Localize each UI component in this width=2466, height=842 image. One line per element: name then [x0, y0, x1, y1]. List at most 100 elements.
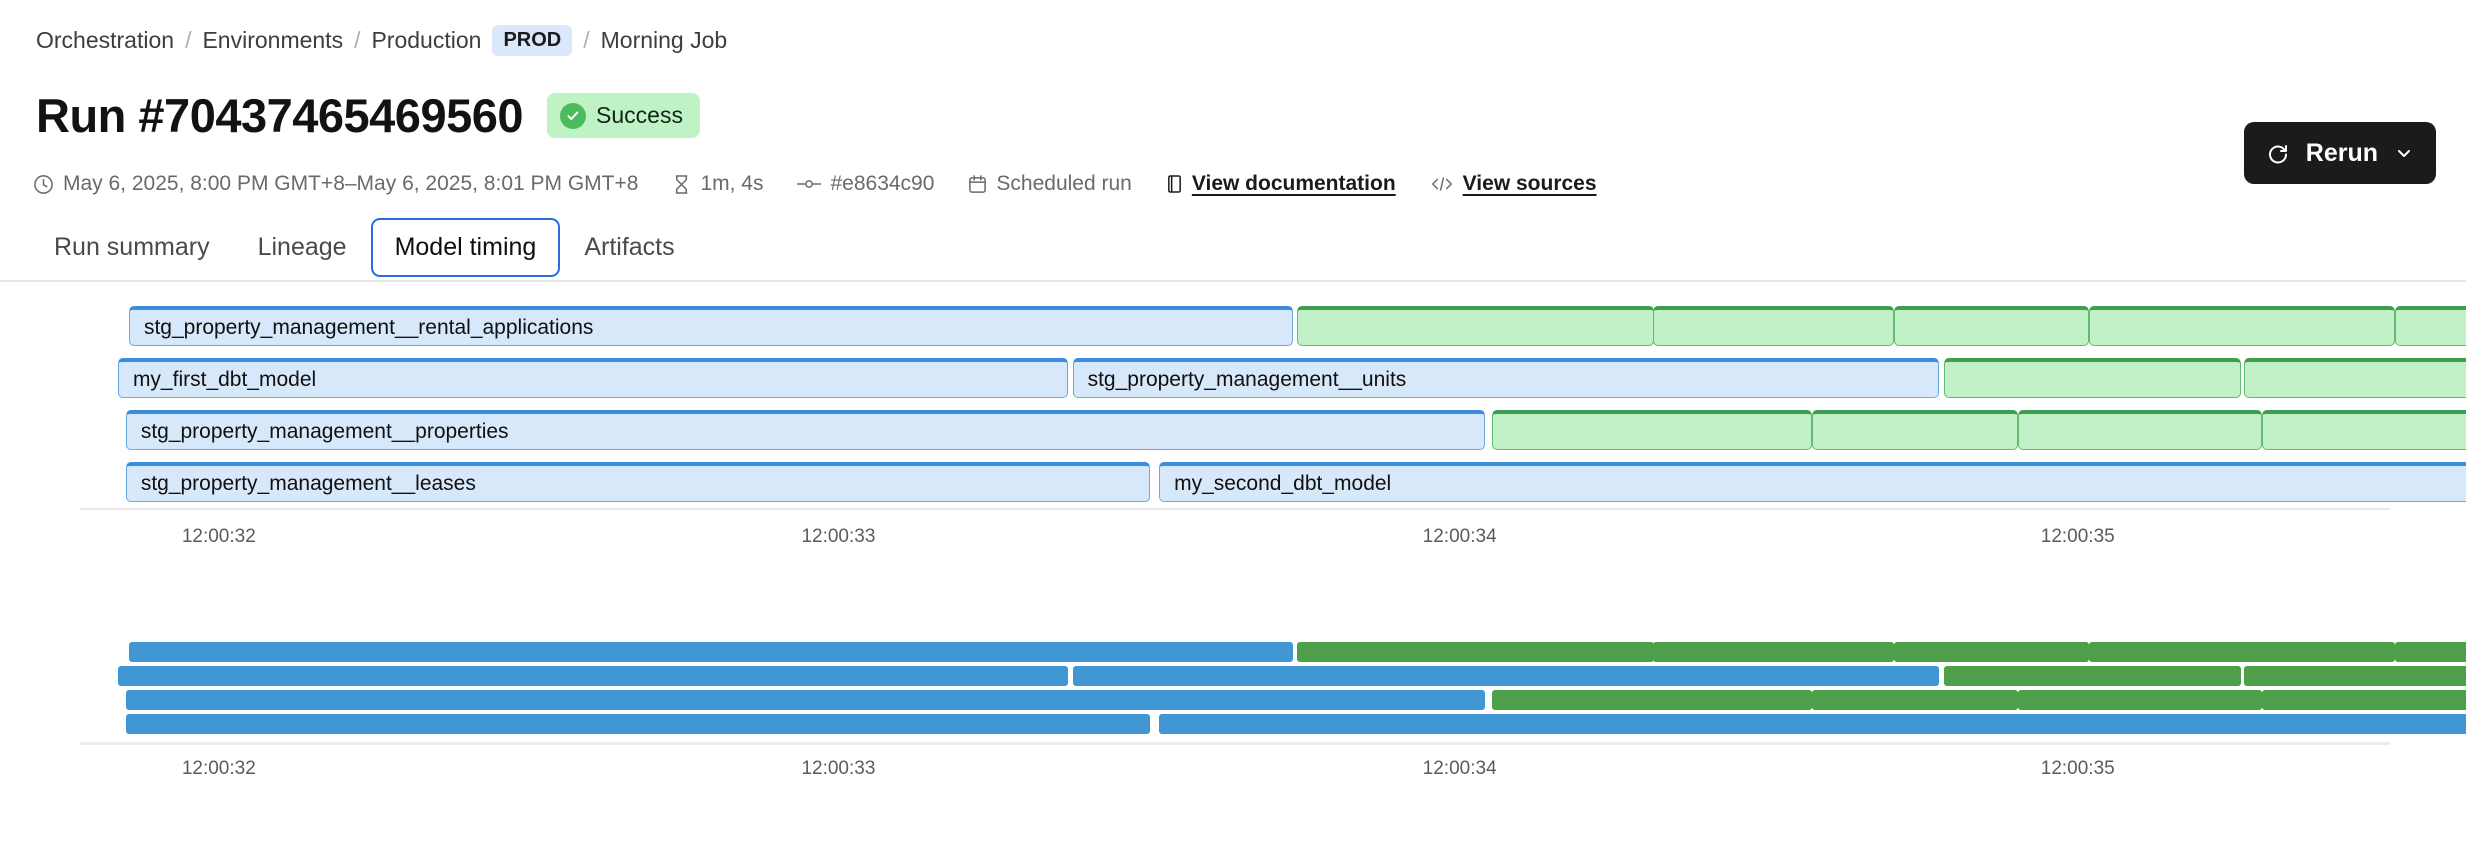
gantt-bar-label: stg_property_management__rental_applicat… [143, 315, 594, 339]
minimap-tick-label: 12:00:35 [2040, 758, 2115, 779]
minimap-tick-label: 12:00:34 [1422, 758, 1497, 779]
gantt-bar-test[interactable] [1492, 410, 1812, 450]
hourglass-icon [672, 174, 691, 195]
gantt-bar-model[interactable]: stg_property_management__rental_applicat… [128, 306, 1293, 346]
calendar-icon [968, 174, 987, 194]
minimap-row [0, 688, 2466, 712]
status-label: Success [596, 102, 683, 128]
axis-tick-label: 12:00:34 [1422, 526, 1497, 547]
gantt-bar-test[interactable] [1943, 358, 2242, 398]
rerun-button[interactable]: Rerun [2243, 122, 2436, 184]
axis-tick-label: 12:00:35 [2040, 526, 2115, 547]
page-title: Run #70437465469560 [36, 89, 524, 142]
gantt-bar-model[interactable]: stg_property_management__units [1072, 358, 1940, 398]
breadcrumb-item-production[interactable]: Production [371, 27, 482, 53]
gantt-bar-test[interactable] [2017, 410, 2262, 450]
breadcrumb-separator: / [354, 27, 361, 53]
meta-duration-text: 1m, 4s [700, 172, 764, 195]
gantt-row: stg_property_management__rental_applicat… [0, 300, 2466, 352]
gantt-bar-test[interactable] [2088, 306, 2396, 346]
breadcrumb-separator: / [583, 27, 590, 53]
gantt-bar-model[interactable]: stg_property_management__leases [125, 462, 1150, 502]
meta-trigger-text: Scheduled run [996, 172, 1132, 195]
gantt-bar-model[interactable]: my_first_dbt_model [117, 358, 1068, 398]
gantt-bar-test[interactable] [2395, 306, 2466, 346]
minimap-bar-model[interactable] [125, 714, 1150, 734]
view-documentation-link[interactable]: View documentation [1191, 172, 1396, 195]
minimap-bar-test[interactable] [2017, 690, 2262, 710]
axis-tick-label: 12:00:32 [181, 526, 256, 547]
breadcrumb-item-morning-job[interactable]: Morning Job [600, 27, 728, 53]
run-metadata: May 6, 2025, 8:00 PM GMT+8–May 6, 2025, … [33, 172, 1631, 196]
breadcrumb-separator: / [185, 27, 192, 53]
gantt-bar-label: my_first_dbt_model [132, 367, 317, 391]
meta-timerange: May 6, 2025, 8:00 PM GMT+8–May 6, 2025, … [33, 172, 638, 196]
clock-icon [33, 174, 54, 195]
meta-trigger: Scheduled run [968, 172, 1132, 196]
minimap-bar-test[interactable] [2395, 642, 2466, 662]
minimap-tick-label: 12:00:32 [181, 758, 256, 779]
gantt-bar-label: my_second_dbt_model [1174, 471, 1392, 495]
minimap-bar-test[interactable] [1492, 690, 1812, 710]
minimap-bar-test[interactable] [1811, 690, 2018, 710]
gantt-bar-test[interactable] [1297, 306, 1655, 346]
gantt-bar-test[interactable] [2244, 358, 2466, 398]
model-timing-gantt: stg_property_management__rental_applicat… [0, 300, 2466, 554]
gantt-bar-label: stg_property_management__units [1087, 367, 1407, 391]
minimap-row [0, 712, 2466, 736]
minimap-bar-test[interactable] [1297, 642, 1655, 662]
minimap-row [0, 664, 2466, 688]
gantt-bar-test[interactable] [1652, 306, 1894, 346]
minimap-bar-model[interactable] [125, 690, 1485, 710]
breadcrumb-item-orchestration[interactable]: Orchestration [36, 27, 175, 53]
minimap-bar-test[interactable] [2244, 666, 2466, 686]
meta-duration: 1m, 4s [672, 172, 763, 196]
chevron-down-icon[interactable] [2394, 143, 2414, 163]
minimap-bar-test[interactable] [1652, 642, 1894, 662]
gantt-bar-test[interactable] [1893, 306, 2089, 346]
tab-artifacts[interactable]: Artifacts [584, 233, 675, 261]
gantt-bar-test[interactable] [1811, 410, 2018, 450]
minimap-axis-line [80, 742, 2390, 745]
minimap-bar-model[interactable] [1159, 714, 2466, 734]
meta-timerange-text: May 6, 2025, 8:00 PM GMT+8–May 6, 2025, … [63, 172, 639, 195]
minimap-bar-model[interactable] [128, 642, 1293, 662]
gantt-row: my_first_dbt_model stg_property_managemen… [0, 352, 2466, 404]
minimap-bar-test[interactable] [1943, 666, 2242, 686]
refresh-icon [2266, 141, 2290, 165]
view-sources-link[interactable]: View sources [1462, 172, 1597, 195]
rerun-label: Rerun [2305, 138, 2378, 167]
meta-sources[interactable]: View sources [1430, 172, 1597, 196]
check-circle-icon [560, 102, 587, 129]
meta-commit: #e8634c90 [797, 172, 934, 196]
minimap-bar-test[interactable] [1893, 642, 2089, 662]
tab-lineage[interactable]: Lineage [257, 233, 347, 261]
git-commit-icon [797, 177, 822, 191]
minimap-bar-test[interactable] [2088, 642, 2396, 662]
title-row: Run #70437465469560 Success [36, 92, 700, 139]
gantt-bar-label: stg_property_management__leases [140, 471, 476, 495]
breadcrumb-item-environments[interactable]: Environments [202, 27, 344, 53]
gantt-row: stg_property_management__propertiesfct_l… [0, 404, 2466, 456]
gantt-bar-test[interactable] [2261, 410, 2466, 450]
meta-documentation[interactable]: View documentation [1166, 172, 1396, 196]
status-badge: Success [547, 93, 700, 138]
gantt-row: stg_property_management__leases my_second… [0, 456, 2466, 508]
gantt-bar-model[interactable]: my_second_dbt_model [1159, 462, 2466, 502]
tab-run-summary[interactable]: Run summary [54, 233, 210, 261]
minimap-bar-test[interactable] [2261, 690, 2466, 710]
breadcrumb-badge-prod: PROD [492, 25, 573, 56]
gantt-bar-label: stg_property_management__properties [140, 419, 509, 443]
minimap-bar-model[interactable] [117, 666, 1068, 686]
book-icon [1166, 174, 1183, 194]
minimap-row [0, 640, 2466, 664]
gantt-bar-model[interactable]: stg_property_management__properties [125, 410, 1485, 450]
minimap-bar-model[interactable] [1072, 666, 1940, 686]
tab-underline [0, 280, 2466, 282]
meta-commit-text: #e8634c90 [830, 172, 935, 195]
tab-model-timing[interactable]: Model timing [370, 218, 561, 277]
